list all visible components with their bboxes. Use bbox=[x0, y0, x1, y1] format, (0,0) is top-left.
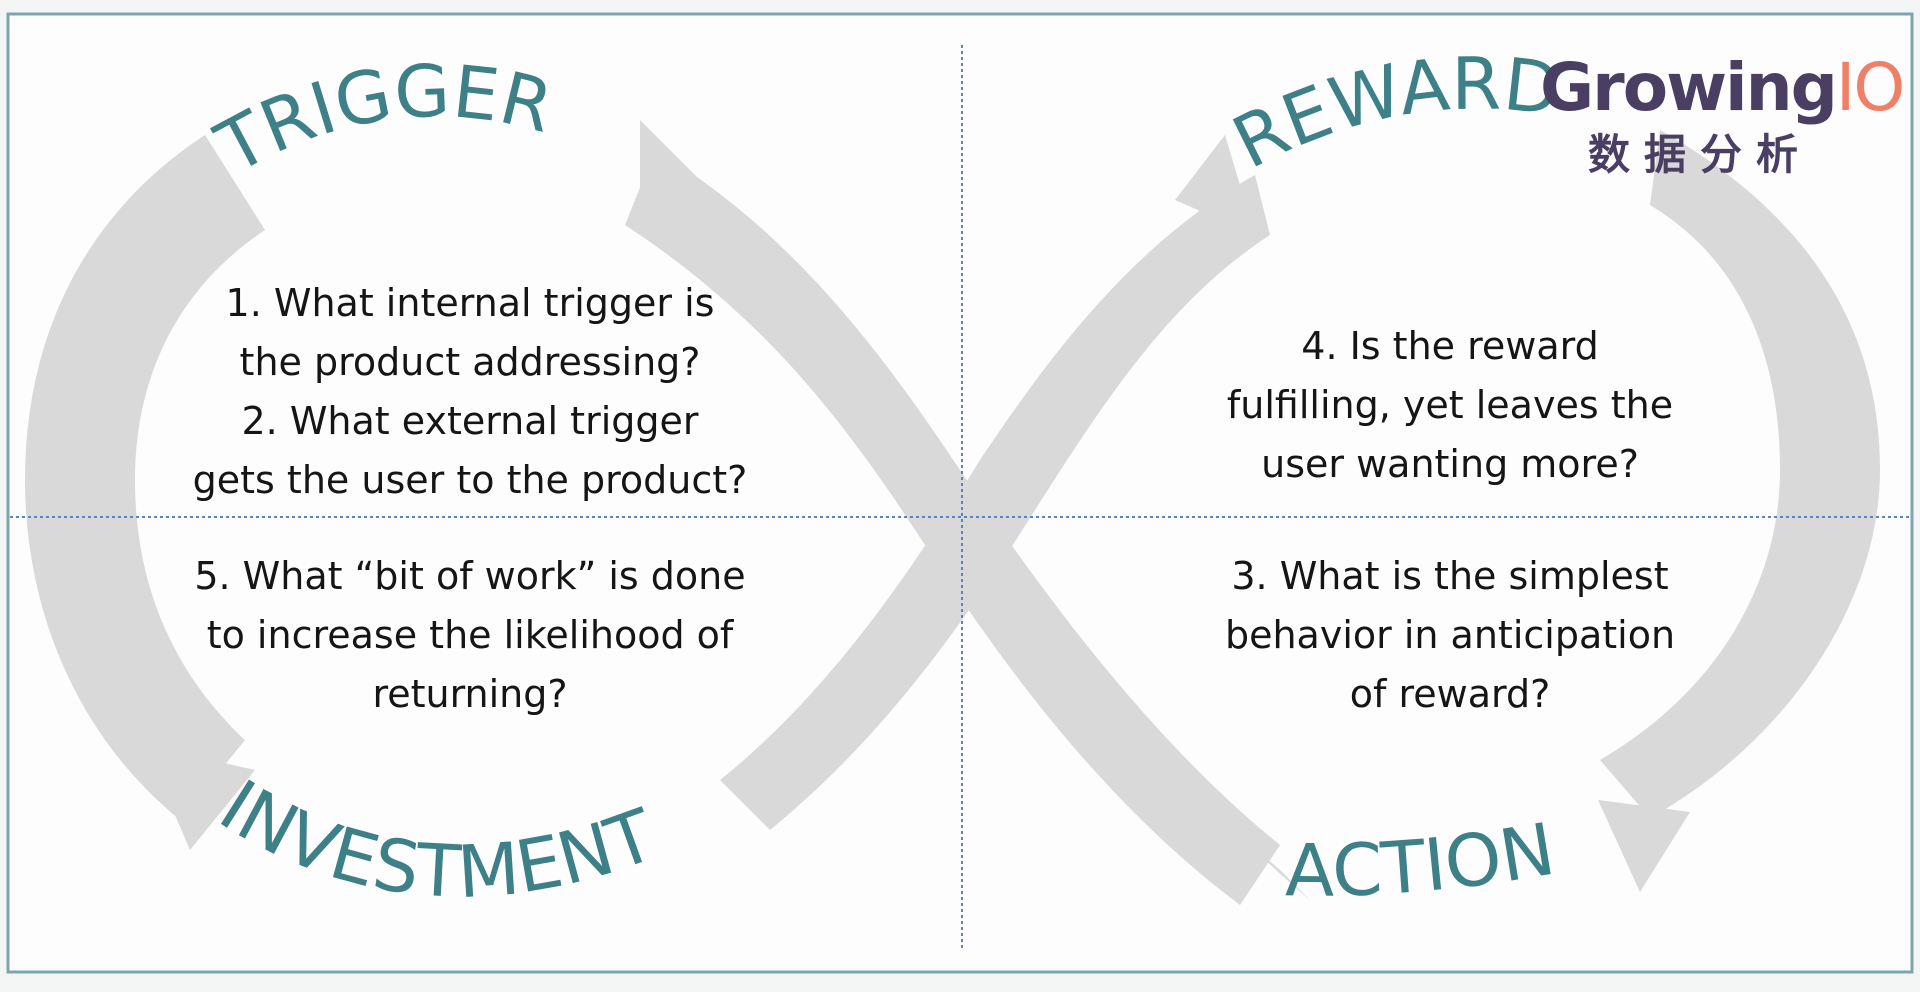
arrowhead-reward bbox=[1175, 135, 1255, 235]
action-question-line: behavior in anticipation bbox=[1224, 613, 1676, 657]
investment-question-line: 5. What “bit of work” is done bbox=[194, 554, 746, 598]
arrowhead-trigger bbox=[640, 120, 732, 218]
reward-question-line: fulfilling, yet leaves the bbox=[1226, 383, 1674, 427]
arrow-reward-to-investment bbox=[720, 175, 1270, 830]
reward-question-line: user wanting more? bbox=[1261, 442, 1639, 486]
investment-questions: 5. What “bit of work” is done to increas… bbox=[160, 547, 780, 724]
logo-word: Growing bbox=[1540, 49, 1838, 126]
logo-wordmark: GrowingIO bbox=[1540, 48, 1905, 128]
investment-question-line: to increase the likelihood of bbox=[206, 613, 734, 657]
trigger-question-line: the product addressing? bbox=[239, 340, 701, 384]
guide-lines bbox=[10, 45, 1910, 950]
arrowhead-action bbox=[1598, 800, 1690, 892]
reward-questions: 4. Is the reward fulfilling, yet leaves … bbox=[1150, 317, 1750, 494]
reward-question-line: 4. Is the reward bbox=[1301, 324, 1599, 368]
arrowhead-investment bbox=[145, 745, 255, 850]
action-question-line: of reward? bbox=[1349, 672, 1551, 716]
arrow-investment-to-trigger bbox=[25, 135, 265, 820]
trigger-question-line: 1. What internal trigger is bbox=[225, 281, 715, 325]
trigger-question-line: gets the user to the product? bbox=[192, 458, 748, 502]
arrow-loop bbox=[25, 120, 1880, 905]
trigger-questions: 1. What internal trigger is the product … bbox=[160, 274, 780, 510]
action-question-line: 3. What is the simplest bbox=[1231, 554, 1669, 598]
logo-word-accent: IO bbox=[1835, 49, 1905, 126]
action-questions: 3. What is the simplest behavior in anti… bbox=[1150, 547, 1750, 724]
investment-question-line: returning? bbox=[372, 672, 568, 716]
trigger-question-line: 2. What external trigger bbox=[241, 399, 699, 443]
growingio-logo: GrowingIO 数据分析 bbox=[1540, 48, 1905, 179]
arrow-action-to-reward bbox=[1600, 130, 1880, 818]
logo-subtitle: 数据分析 bbox=[1588, 130, 1813, 179]
